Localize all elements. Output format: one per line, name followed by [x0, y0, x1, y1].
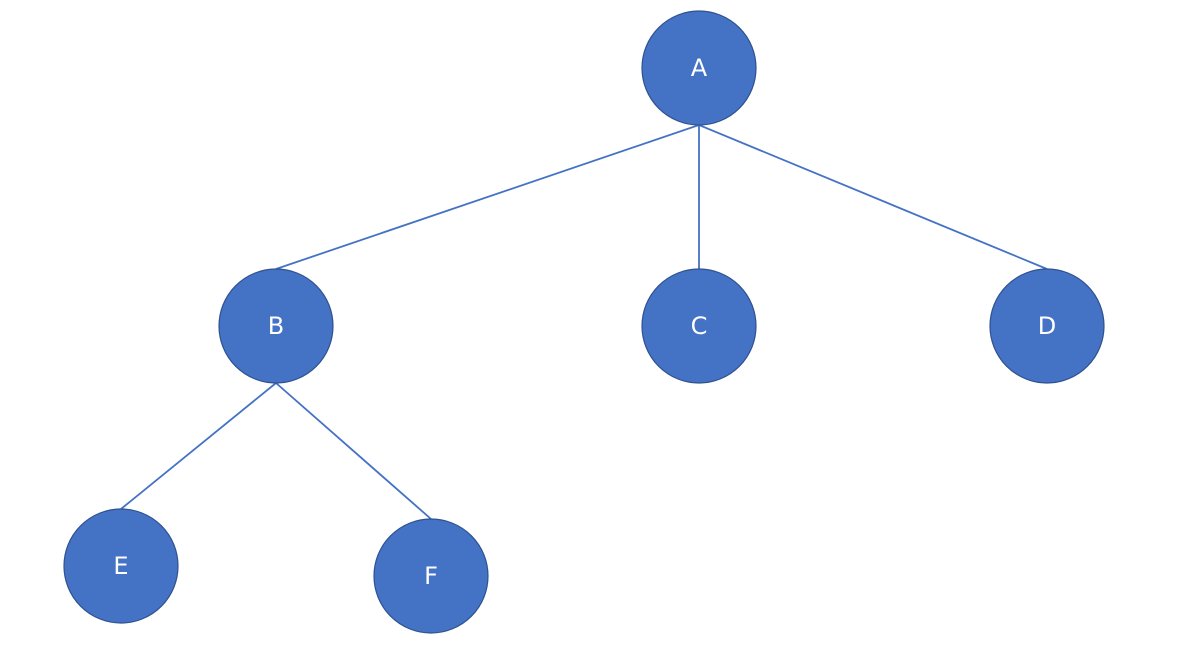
- nodes-group: A B C D E F: [63, 10, 1105, 634]
- node-label: B: [268, 312, 284, 340]
- node-label: D: [1038, 312, 1056, 340]
- node-circle: [641, 268, 757, 384]
- node-label: E: [113, 552, 128, 580]
- node-circle: [641, 10, 757, 126]
- node-label: F: [424, 562, 438, 590]
- edges-group: [120, 124, 1048, 520]
- node-circle: [218, 268, 334, 384]
- node-circle: [373, 518, 489, 634]
- edge-a-b: [275, 124, 700, 270]
- node-c: C: [641, 268, 757, 384]
- node-b: B: [218, 268, 334, 384]
- edge-a-d: [698, 124, 1048, 270]
- node-e: E: [63, 508, 179, 624]
- node-circle: [63, 508, 179, 624]
- node-label: A: [691, 54, 708, 82]
- node-a: A: [641, 10, 757, 126]
- node-label: C: [691, 312, 708, 340]
- edge-b-e: [120, 382, 277, 510]
- node-f: F: [373, 518, 489, 634]
- node-circle: [989, 268, 1105, 384]
- node-d: D: [989, 268, 1105, 384]
- edge-b-f: [275, 382, 432, 520]
